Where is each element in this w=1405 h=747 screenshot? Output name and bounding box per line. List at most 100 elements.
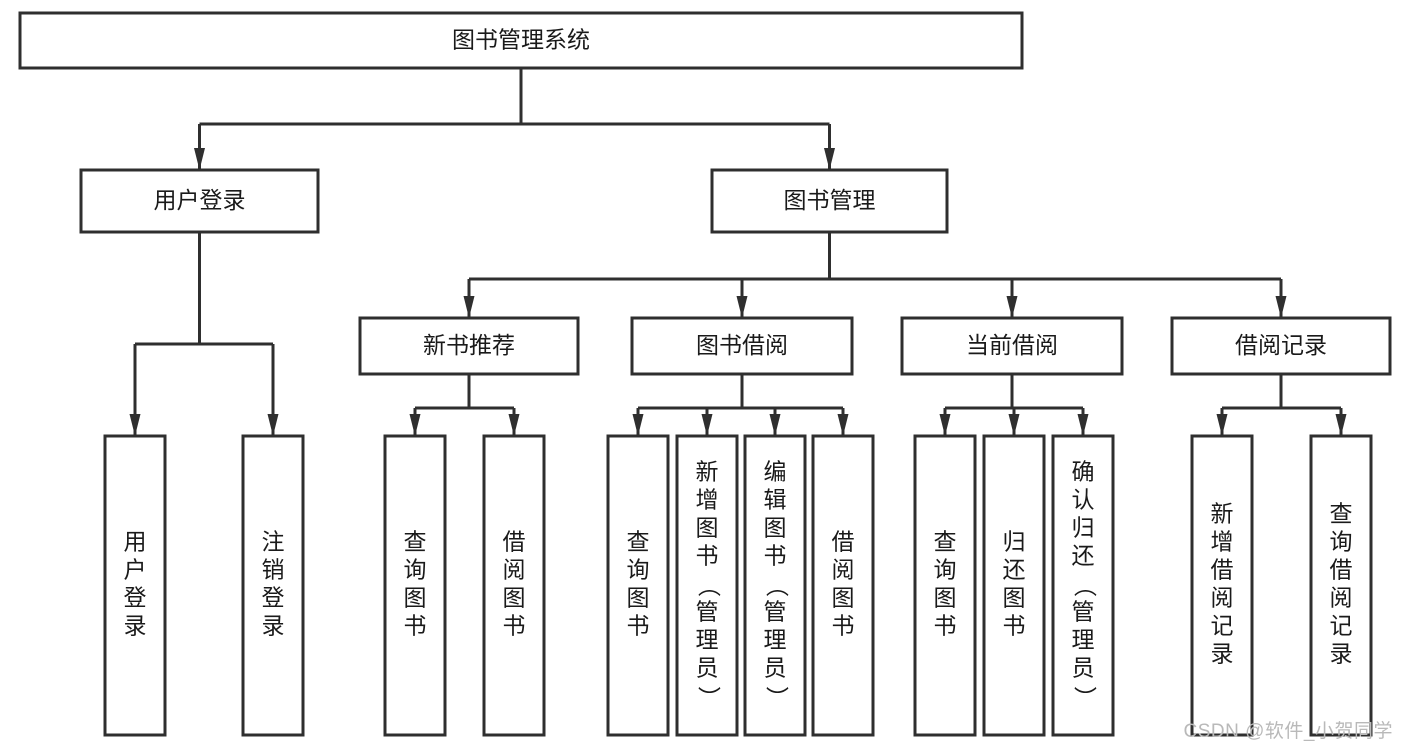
node-label-char: 新: [1211, 501, 1234, 527]
node-leaf-query-book-cur[interactable]: 查询图书查询图书: [913, 434, 977, 737]
watermark-label: CSDN @软件_小贺同学: [1183, 721, 1393, 742]
node-label-char: 借: [1211, 557, 1234, 583]
node-label-char: 登: [262, 585, 285, 611]
node-box: [982, 434, 1046, 737]
node-label-char: （: [1072, 574, 1098, 597]
node-label-char: 询: [934, 557, 957, 583]
edge-group-new-book-recommend: [409, 374, 520, 436]
node-borrow-record[interactable]: 借阅记录: [1170, 316, 1392, 376]
node-label-char: （: [764, 574, 790, 597]
node-label-char: 录: [262, 613, 285, 639]
node-box: [358, 316, 580, 376]
edge-group-book-manage: [463, 232, 1287, 318]
node-label-char: 图: [627, 585, 650, 611]
node-label-char: 书: [503, 613, 526, 639]
node-leaf-borrow-book-rec[interactable]: 借阅图书借阅图书: [482, 434, 546, 737]
node-label-char: 借: [832, 529, 855, 555]
arrow-head-icon: [1008, 414, 1020, 436]
node-label-char: 书: [764, 543, 787, 569]
node-label-char: 户: [124, 557, 147, 583]
node-leaf-query-book-borrow[interactable]: 查询图书查询图书: [606, 434, 670, 737]
node-label-char: 理: [764, 627, 787, 653]
node-user-login[interactable]: 用户登录: [79, 168, 320, 234]
node-label-char: 图: [934, 585, 957, 611]
connector-layer: [129, 68, 1347, 436]
node-leaf-logout[interactable]: 注销登录注销登录: [241, 434, 305, 737]
arrow-head-icon: [129, 414, 141, 436]
node-root[interactable]: 图书管理系统: [18, 11, 1024, 70]
node-label: 新书推荐: [423, 332, 515, 358]
node-label-char: 确: [1072, 459, 1095, 485]
node-leaf-return-book[interactable]: 归还图书归还图书: [982, 434, 1046, 737]
node-box: [710, 168, 949, 234]
node-label-char: 阅: [503, 557, 526, 583]
node-new-book-recommend[interactable]: 新书推荐: [358, 316, 580, 376]
node-leaf-query-book-rec[interactable]: 查询图书查询图书: [383, 434, 447, 737]
node-label-char: 管: [1072, 599, 1095, 625]
arrow-head-icon: [939, 414, 951, 436]
node-box: [1190, 434, 1254, 737]
node-label-char: 员: [1072, 655, 1095, 681]
node-book-borrow[interactable]: 图书借阅: [630, 316, 854, 376]
arrow-head-icon: [267, 414, 279, 436]
node-label-char: 阅: [832, 557, 855, 583]
node-label-char: 图: [404, 585, 427, 611]
node-label-char: 理: [696, 627, 719, 653]
node-label-char: 员: [764, 655, 787, 681]
node-label-char: 管: [696, 599, 719, 625]
arrow-head-icon: [508, 414, 520, 436]
arrow-head-icon: [194, 148, 205, 170]
node-label: 用户登录: [154, 187, 246, 213]
node-label: 借阅记录: [1235, 332, 1327, 358]
node-label-char: 销: [262, 557, 285, 583]
node-label-char: 录: [1211, 641, 1234, 667]
node-label: 图书管理: [784, 187, 876, 213]
node-label-char: 询: [1330, 529, 1353, 555]
node-label: 图书管理系统: [452, 27, 590, 53]
node-box: [103, 434, 167, 737]
node-box: [1309, 434, 1373, 737]
node-label-char: 查: [627, 529, 650, 555]
node-label-char: 阅: [1211, 585, 1234, 611]
node-label-char: 查: [404, 529, 427, 555]
arrow-head-icon: [769, 414, 781, 436]
node-label-char: ）: [696, 686, 722, 709]
node-leaf-user-login[interactable]: 用户登录用户登录: [103, 434, 167, 737]
node-label-char: 书: [627, 613, 650, 639]
node-label-char: 认: [1072, 487, 1095, 513]
node-leaf-borrow-book[interactable]: 借阅图书借阅图书: [811, 434, 875, 737]
node-label-char: 图: [1003, 585, 1026, 611]
node-label-char: 记: [1330, 613, 1353, 639]
node-label-char: 增: [696, 487, 719, 513]
node-label-char: 增: [1211, 529, 1234, 555]
node-label-char: 还: [1072, 543, 1095, 569]
node-label-char: 询: [627, 557, 650, 583]
node-label-char: 图: [696, 515, 719, 541]
node-label-char: 理: [1072, 627, 1095, 653]
edge-group-root: [194, 68, 835, 170]
node-label-char: 询: [404, 557, 427, 583]
node-layer: 图书管理系统用户登录图书管理新书推荐图书借阅当前借阅借阅记录用户登录用户登录注销…: [18, 11, 1392, 737]
node-box: [18, 11, 1024, 70]
node-label-char: 员: [696, 655, 719, 681]
edge-group-current-borrow: [939, 374, 1089, 436]
arrow-head-icon: [1216, 414, 1228, 436]
node-box: [913, 434, 977, 737]
node-label-char: 记: [1211, 613, 1234, 639]
node-label: 图书借阅: [696, 332, 788, 358]
node-label: 当前借阅: [966, 332, 1058, 358]
node-label-char: 借: [1330, 557, 1353, 583]
node-leaf-query-record[interactable]: 查询借阅记录查询借阅记录: [1309, 434, 1373, 737]
node-book-manage[interactable]: 图书管理: [710, 168, 949, 234]
node-label-char: 借: [503, 529, 526, 555]
arrow-head-icon: [409, 414, 421, 436]
node-box: [1170, 316, 1392, 376]
node-current-borrow[interactable]: 当前借阅: [900, 316, 1124, 376]
edge-group-user-login: [129, 232, 279, 436]
node-leaf-add-record[interactable]: 新增借阅记录新增借阅记录: [1190, 434, 1254, 737]
